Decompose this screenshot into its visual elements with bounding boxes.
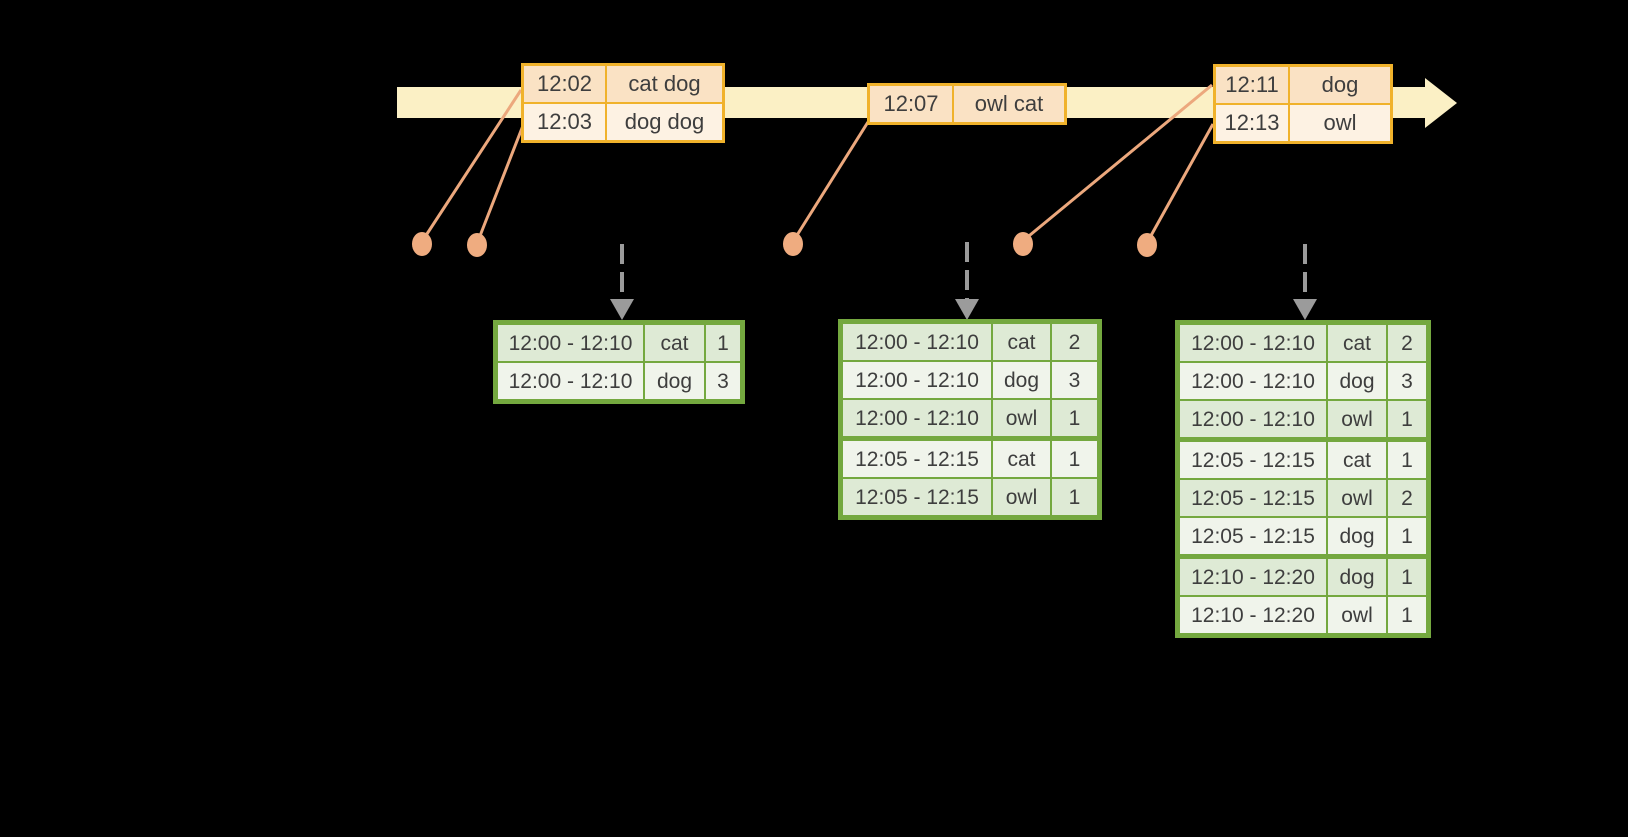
event-table-row: 12:11 dog: [1216, 67, 1390, 103]
event-time-cell: 12:07: [870, 86, 952, 122]
event-words-cell: dog dog: [607, 104, 722, 140]
result-window-cell: 12:00 - 12:10: [843, 324, 991, 360]
result-word-cell: dog: [993, 362, 1050, 398]
connector-line: [421, 89, 523, 241]
event-table-1202: 12:02 cat dog 12:03 dog dog: [521, 63, 725, 143]
event-table-row: 12:03 dog dog: [524, 104, 722, 140]
event-time-cell: 12:11: [1216, 67, 1288, 103]
result-table-row: 12:00 - 12:10 owl 1: [1180, 401, 1426, 437]
event-words-cell: owl cat: [954, 86, 1064, 122]
result-word-cell: cat: [1328, 325, 1386, 361]
result-table-row: 12:00 - 12:10 cat 1: [498, 325, 740, 361]
connector-line: [1146, 123, 1215, 242]
result-table-row: 12:05 - 12:15 cat 1: [1180, 442, 1426, 478]
connector-line: [1023, 83, 1213, 242]
result-table-row: 12:10 - 12:20 dog 1: [1180, 559, 1426, 595]
result-window-cell: 12:00 - 12:10: [843, 400, 991, 436]
event-time-cell: 12:03: [524, 104, 605, 140]
result-window-cell: 12:00 - 12:10: [843, 362, 991, 398]
result-word-cell: dog: [1328, 518, 1386, 554]
event-words-cell: dog: [1290, 67, 1390, 103]
event-dot: [467, 233, 487, 257]
result-count-cell: 3: [1052, 362, 1097, 398]
result-table-row: 12:00 - 12:10 cat 2: [1180, 325, 1426, 361]
event-table-1207: 12:07 owl cat: [867, 83, 1067, 125]
result-word-cell: dog: [1328, 559, 1386, 595]
result-table-row: 12:05 - 12:15 dog 1: [1180, 518, 1426, 554]
result-count-cell: 1: [706, 325, 740, 361]
result-word-cell: dog: [1328, 363, 1386, 399]
result-window-cell: 12:05 - 12:15: [843, 441, 991, 477]
result-table-row: 12:00 - 12:10 owl 1: [843, 400, 1097, 436]
result-word-cell: owl: [993, 479, 1050, 515]
result-window-cell: 12:00 - 12:10: [1180, 363, 1326, 399]
result-count-cell: 1: [1388, 559, 1426, 595]
result-count-cell: 2: [1388, 480, 1426, 516]
event-time-cell: 12:02: [524, 66, 605, 102]
result-word-cell: owl: [1328, 480, 1386, 516]
result-table-row: 12:00 - 12:10 cat 2: [843, 324, 1097, 360]
emit-arrowhead-icon: [610, 299, 634, 320]
event-dot: [1137, 233, 1157, 257]
result-count-cell: 1: [1052, 400, 1097, 436]
result-window-cell: 12:10 - 12:20: [1180, 597, 1326, 633]
result-count-cell: 3: [706, 363, 740, 399]
emit-arrowhead-icon: [955, 299, 979, 320]
result-table-row: 12:05 - 12:15 owl 2: [1180, 480, 1426, 516]
result-word-cell: owl: [993, 400, 1050, 436]
connector-line: [476, 122, 526, 242]
result-window-cell: 12:00 - 12:10: [498, 363, 643, 399]
result-table-row: 12:05 - 12:15 cat 1: [843, 441, 1097, 477]
result-table-row: 12:05 - 12:15 owl 1: [843, 479, 1097, 515]
result-table-2: 12:00 - 12:10 cat 2 12:00 - 12:10 dog 3 …: [838, 319, 1102, 520]
result-count-cell: 2: [1052, 324, 1097, 360]
result-table-row: 12:00 - 12:10 dog 3: [843, 362, 1097, 398]
event-time-cell: 12:13: [1216, 105, 1288, 141]
result-window-cell: 12:05 - 12:15: [1180, 442, 1326, 478]
result-window-cell: 12:00 - 12:10: [1180, 325, 1326, 361]
result-table-row: 12:00 - 12:10 dog 3: [498, 363, 740, 399]
emit-arrowhead-icon: [1293, 299, 1317, 320]
result-count-cell: 1: [1052, 441, 1097, 477]
result-table-1: 12:00 - 12:10 cat 1 12:00 - 12:10 dog 3: [493, 320, 745, 404]
result-word-cell: cat: [1328, 442, 1386, 478]
result-table-row: 12:00 - 12:10 dog 3: [1180, 363, 1426, 399]
result-window-cell: 12:00 - 12:10: [1180, 401, 1326, 437]
event-dot: [1013, 232, 1033, 256]
result-table-row: 12:10 - 12:20 owl 1: [1180, 597, 1426, 633]
result-window-cell: 12:00 - 12:10: [498, 325, 643, 361]
event-dot: [783, 232, 803, 256]
result-count-cell: 1: [1388, 442, 1426, 478]
event-words-cell: cat dog: [607, 66, 722, 102]
result-window-cell: 12:05 - 12:15: [1180, 480, 1326, 516]
result-count-cell: 3: [1388, 363, 1426, 399]
result-word-cell: owl: [1328, 597, 1386, 633]
result-word-cell: cat: [993, 324, 1050, 360]
result-count-cell: 2: [1388, 325, 1426, 361]
result-window-cell: 12:05 - 12:15: [1180, 518, 1326, 554]
event-table-1211: 12:11 dog 12:13 owl: [1213, 64, 1393, 144]
result-count-cell: 1: [1388, 597, 1426, 633]
timeline-arrowhead-icon: [1425, 78, 1457, 128]
result-word-cell: cat: [993, 441, 1050, 477]
result-count-cell: 1: [1388, 518, 1426, 554]
event-words-cell: owl: [1290, 105, 1390, 141]
event-table-row: 12:02 cat dog: [524, 66, 722, 102]
result-word-cell: dog: [645, 363, 704, 399]
connector-line: [792, 121, 870, 241]
result-table-3: 12:00 - 12:10 cat 2 12:00 - 12:10 dog 3 …: [1175, 320, 1431, 638]
event-table-row: 12:13 owl: [1216, 105, 1390, 141]
result-word-cell: cat: [645, 325, 704, 361]
event-table-row: 12:07 owl cat: [870, 86, 1064, 122]
result-window-cell: 12:10 - 12:20: [1180, 559, 1326, 595]
result-window-cell: 12:05 - 12:15: [843, 479, 991, 515]
result-word-cell: owl: [1328, 401, 1386, 437]
event-dot: [412, 232, 432, 256]
result-count-cell: 1: [1388, 401, 1426, 437]
result-count-cell: 1: [1052, 479, 1097, 515]
